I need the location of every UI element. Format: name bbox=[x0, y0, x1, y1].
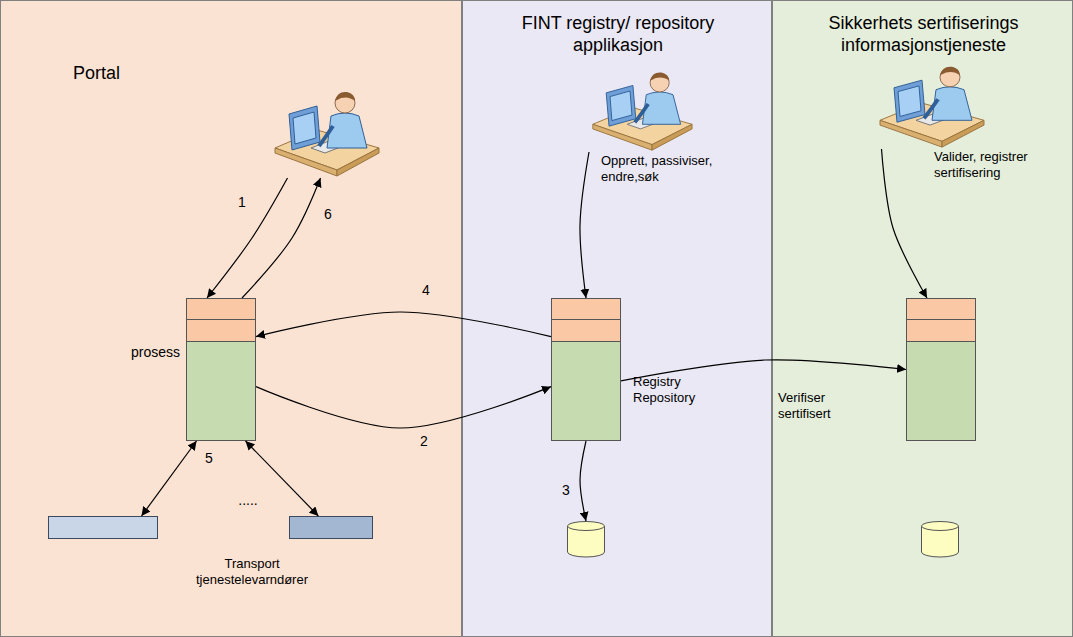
user-icon bbox=[271, 86, 381, 178]
band-title: Portal bbox=[73, 63, 193, 85]
portal-band: Portal prosess bbox=[0, 0, 462, 637]
edge-label: Verifiser sertifisert bbox=[776, 390, 860, 421]
flow-arrow bbox=[142, 441, 197, 516]
certification-band: Sikkerhets sertifiserings informasjonstj… bbox=[772, 0, 1073, 637]
stack-drawing bbox=[187, 299, 256, 441]
process-stack: prosess bbox=[186, 298, 256, 441]
db-shape bbox=[921, 521, 959, 557]
database bbox=[921, 521, 959, 557]
registry-band: FINT registry/ repository applikasjonOpp… bbox=[462, 0, 772, 637]
db-drawing bbox=[922, 522, 959, 558]
registry-stack: Registry Repository bbox=[551, 298, 621, 441]
person-drawing bbox=[275, 92, 379, 176]
flow-arrow bbox=[242, 178, 321, 298]
transport-box bbox=[48, 516, 158, 539]
step-number: 5 bbox=[203, 450, 215, 467]
flow-arrow bbox=[580, 152, 589, 298]
stack-drawing bbox=[552, 299, 621, 441]
stack-shape bbox=[551, 298, 621, 441]
person-drawing bbox=[593, 72, 692, 150]
flow-arrow bbox=[621, 360, 906, 381]
flow-arrow bbox=[246, 441, 319, 516]
node-caption: prosess bbox=[114, 344, 180, 361]
certification-stack bbox=[906, 298, 976, 441]
ellipsis: ..... bbox=[226, 492, 270, 509]
node-caption: Registry Repository bbox=[633, 374, 713, 405]
node-caption: Valider, registrer sertifisering bbox=[934, 149, 1046, 180]
user-icon: Opprett, passiviser, endre,søk bbox=[589, 67, 694, 152]
step-number: 3 bbox=[560, 482, 572, 499]
database bbox=[567, 521, 605, 557]
band-title: FINT registry/ repository applikasjon bbox=[519, 13, 717, 56]
band-title: Sikkerhets sertifiserings informasjonstj… bbox=[785, 13, 1062, 56]
flow-arrow bbox=[207, 178, 288, 298]
user-icon: Valider, registrer sertifisering bbox=[876, 61, 986, 149]
db-shape bbox=[567, 521, 605, 557]
step-number: 4 bbox=[420, 282, 432, 299]
person-shape bbox=[876, 61, 986, 149]
stack-shape bbox=[186, 298, 256, 441]
step-number: 1 bbox=[236, 194, 248, 211]
node-caption: Opprett, passiviser, endre,søk bbox=[601, 153, 713, 184]
person-shape bbox=[271, 86, 381, 178]
flow-arrow bbox=[256, 387, 551, 428]
db-drawing bbox=[568, 522, 605, 558]
stack-drawing bbox=[907, 299, 976, 441]
transport-box bbox=[289, 516, 373, 539]
step-number: 2 bbox=[418, 433, 430, 450]
person-drawing bbox=[880, 67, 984, 147]
person-shape bbox=[589, 67, 694, 152]
step-number: 6 bbox=[322, 206, 334, 223]
stack-shape bbox=[906, 298, 976, 441]
group-caption: Transport tjenestelevarndører bbox=[170, 556, 334, 587]
flow-arrow bbox=[882, 149, 928, 298]
flow-arrow bbox=[580, 441, 586, 521]
flow-arrow bbox=[256, 312, 551, 337]
